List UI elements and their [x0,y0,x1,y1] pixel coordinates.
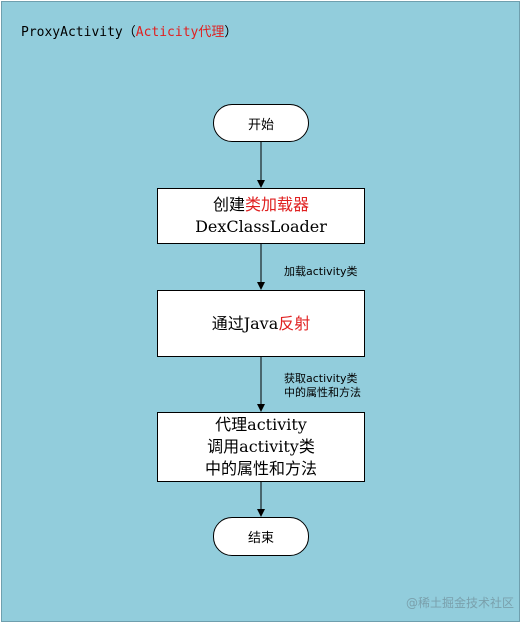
proxy-node: 代理activity 调用activity类 中的属性和方法 [157,412,365,482]
edge-label-get-class-line1: 获取activity类 [284,372,358,385]
classloader-node: 创建类加载器 DexClassLoader [157,188,365,244]
proxy-line2: 调用activity类 [207,437,315,456]
classloader-line2: DexClassLoader [195,217,327,236]
edge-label-load-class: 加载activity类 [284,265,358,278]
classloader-line1: 创建类加载器 [213,194,309,216]
reflection-line: 通过Java反射 [212,313,311,335]
classloader-line1-highlight: 类加载器 [245,195,310,214]
reflection-highlight: 反射 [278,313,311,333]
title-highlight: Acticity代理 [135,25,225,40]
start-node: 开始 [213,104,309,142]
proxy-line1: 代理activity [215,415,307,434]
watermark: @稀土掘金技术社区 [406,596,515,610]
diagram-title: ProxyActivity（Acticity代理） [21,21,237,40]
end-label: 结束 [247,531,274,546]
reflection-plain: 通过Java [211,313,279,333]
edge-label-get-class-line2: 中的属性和方法 [284,386,361,399]
reflection-node: 通过Java反射 [157,290,365,357]
proxy-line3: 中的属性和方法 [204,459,317,478]
classloader-line1-plain: 创建 [212,195,245,214]
end-node: 结束 [213,517,309,556]
start-label: 开始 [247,117,274,133]
title-prefix: ProxyActivity（ [21,25,136,40]
title-suffix: ） [224,25,238,40]
edge-label-get-class: 获取activity类 中的属性和方法 [284,372,361,400]
